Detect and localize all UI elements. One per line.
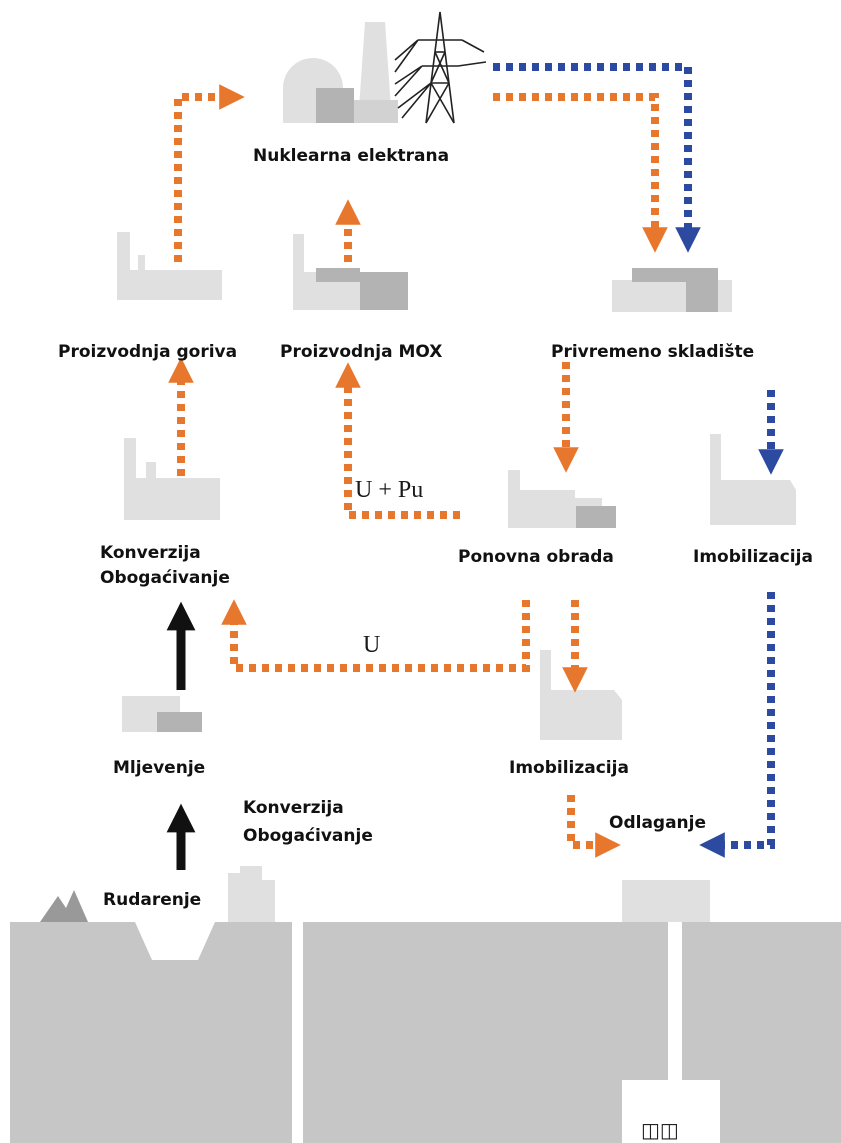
mountains-icon — [40, 890, 88, 922]
nuclear-plant-icon — [283, 22, 398, 123]
ground-left — [10, 922, 292, 1143]
arrow-plant-to-storage — [493, 93, 668, 253]
power-pylon-icon — [394, 11, 487, 124]
milling-plant-icon — [122, 696, 202, 732]
canister-icon: ◫◫ — [641, 1118, 679, 1142]
arrows-orange — [168, 84, 668, 858]
label-nuclear-plant: Nuklearna elektrana — [253, 146, 449, 166]
conversion-plant-icon — [124, 438, 220, 520]
flow-label-u: U — [363, 632, 380, 658]
arrows-blue — [493, 63, 784, 858]
ground-right — [303, 922, 841, 1143]
mine-building-icon — [228, 866, 275, 922]
interim-storage-building-icon — [612, 268, 732, 312]
label-reprocessing: Ponovna obrada — [458, 547, 614, 567]
disposal-shaft — [622, 922, 720, 1143]
arrow-reprocessing-to-conversion-u — [221, 599, 530, 672]
flow-label-u-pu: U + Pu — [355, 477, 423, 503]
disposal-surface-building-icon — [622, 880, 710, 922]
reprocessing-plant-icon — [508, 470, 616, 528]
label-conversion-1: Konverzija — [100, 543, 201, 563]
arrow-plant-to-storage-blue — [493, 63, 701, 253]
mox-production-plant-icon — [293, 234, 408, 310]
label-milling: Mljevenje — [113, 758, 205, 778]
label-fuel-production: Proizvodnja goriva — [58, 342, 237, 362]
immobilization-right-plant-icon — [710, 434, 796, 525]
label-interim-storage: Privremeno skladište — [551, 342, 754, 362]
label-mining: Rudarenje — [103, 890, 201, 910]
immobilization-center-plant-icon — [540, 650, 622, 740]
label-disposal: Odlaganje — [609, 813, 706, 833]
label-conversion-2: Konverzija — [243, 798, 344, 818]
label-immobilization-right: Imobilizacija — [693, 547, 813, 567]
arrow-immobilization-to-disposal-blue — [699, 592, 775, 858]
fuel-production-plant-icon — [117, 232, 222, 300]
label-immobilization-center: Imobilizacija — [509, 758, 629, 778]
label-mox-production: Proizvodnja MOX — [280, 342, 442, 362]
arrow-immobilization-to-disposal — [567, 795, 621, 858]
label-enrichment-1: Obogaćivanje — [100, 568, 230, 588]
label-enrichment-2: Obogaćivanje — [243, 826, 373, 846]
arrow-fuel-to-plant — [174, 84, 245, 262]
